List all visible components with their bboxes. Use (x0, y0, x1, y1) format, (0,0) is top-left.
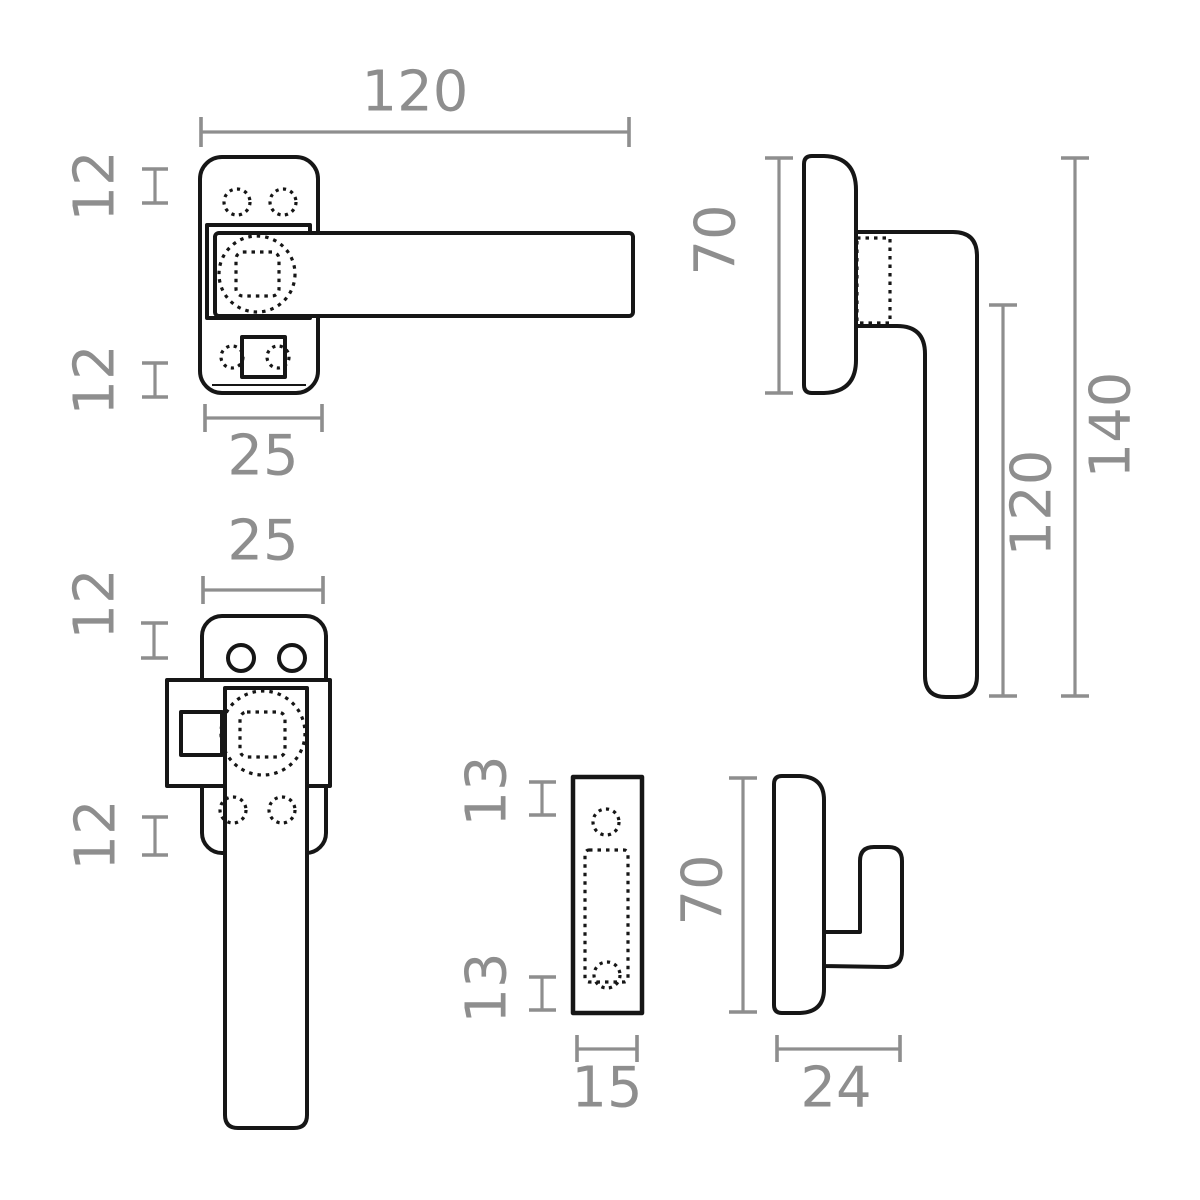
dim-height-70: 70 (671, 776, 757, 1014)
handle-side-view: 70 120 140 (684, 154, 1144, 699)
dim-label-13: 13 (455, 952, 520, 1023)
dim-top-offset-12: 12 (63, 568, 168, 660)
strike-plate-side-view: 70 24 (671, 774, 904, 1121)
dim-plate-height-70: 70 (684, 156, 793, 395)
dim-lever-length-120: 120 (989, 303, 1065, 698)
screw-hole-icon (222, 187, 252, 217)
strike-plate-front-view: 13 13 15 (455, 755, 645, 1121)
dim-top-offset-12: 12 (63, 150, 168, 222)
dim-top-offset-13: 13 (455, 755, 556, 827)
hidden-hole-icon (267, 795, 297, 825)
hidden-hole-icon (219, 344, 245, 370)
dim-bottom-offset-12: 12 (63, 344, 168, 416)
dim-bottom-offset-12: 12 (64, 799, 168, 871)
lever-bar-outline (223, 686, 309, 1130)
dim-plate-width-25: 25 (203, 404, 324, 489)
spindle-boss-hidden-circle (219, 689, 307, 777)
dim-label-12: 12 (63, 568, 128, 639)
latch-bolt-opening (179, 710, 224, 757)
dim-label-15: 15 (571, 1056, 642, 1121)
screw-hole-icon (277, 643, 307, 673)
dim-label-140: 140 (1079, 372, 1144, 479)
strike-plate-profile (772, 774, 826, 1015)
lever-bar-outline (213, 231, 635, 318)
dim-length-120: 120 (199, 60, 631, 147)
dim-label-12: 12 (64, 799, 129, 870)
dim-label-70: 70 (671, 854, 736, 925)
backplate-profile (802, 154, 858, 395)
lever-profile (854, 230, 979, 699)
spindle-boss-hidden-circle (217, 234, 297, 314)
handle-top-view: 120 12 12 25 (63, 60, 635, 489)
strike-slot-hidden (583, 848, 630, 984)
dim-label-13: 13 (455, 755, 520, 826)
dim-label-120: 120 (1000, 450, 1065, 557)
dim-width-15: 15 (571, 1035, 643, 1121)
spindle-square-hidden (234, 250, 281, 298)
dim-plate-width-25: 25 (201, 509, 325, 604)
dim-total-height-140: 140 (1061, 156, 1144, 698)
screw-hole-hidden-icon (591, 807, 621, 837)
screw-hole-icon (226, 643, 256, 673)
dim-label-120: 120 (362, 60, 469, 125)
dim-depth-24: 24 (775, 1035, 902, 1121)
hidden-hole-icon (218, 795, 248, 825)
screw-hole-hidden-icon (592, 960, 622, 990)
strike-plate-outline (570, 774, 645, 1016)
hook-profile (822, 845, 904, 969)
handle-front-view: 25 12 12 (63, 509, 332, 1130)
dim-label-12: 12 (63, 344, 128, 415)
dim-label-12: 12 (63, 150, 128, 221)
screw-hole-icon (268, 187, 298, 217)
dim-label-70: 70 (684, 204, 749, 275)
hidden-hole-icon (265, 344, 291, 370)
lock-block-outline (240, 335, 287, 379)
dim-label-24: 24 (800, 1056, 871, 1121)
dim-bottom-offset-13: 13 (455, 952, 556, 1024)
dim-label-25: 25 (227, 424, 298, 489)
dim-label-25: 25 (227, 509, 298, 574)
